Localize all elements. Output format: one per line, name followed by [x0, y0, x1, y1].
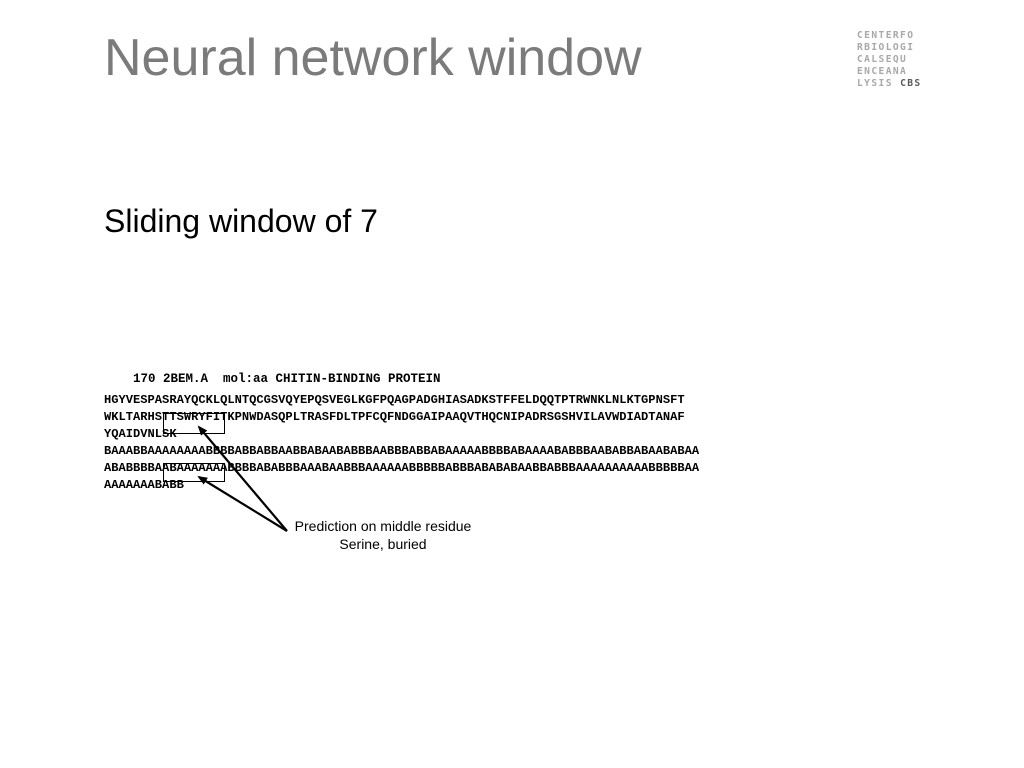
sequence-window-box	[163, 413, 225, 434]
logo-row-3: CALSEQU	[857, 54, 908, 65]
label-window-box	[163, 463, 225, 482]
label-line-1: BAAABBAAAAAAAABBBBABBABBAABBABAABABBBAAB…	[104, 444, 700, 458]
annotation-line-1: Prediction on middle residue	[294, 518, 472, 534]
aa-line-3: YQAIDVNLSK	[104, 427, 177, 441]
logo-row-5-prefix: LYSIS	[857, 78, 901, 89]
logo-brand: CBS	[900, 78, 922, 89]
logo-row-4: ENCEANA	[857, 66, 908, 77]
prediction-annotation: Prediction on middle residue Serine, bur…	[283, 517, 483, 553]
arrow-to-label-window	[197, 475, 288, 532]
logo-row-1: CENTERFO	[857, 30, 915, 41]
aa-line-2: WKLTARHSTTSWRYFITKPNWDASQPLTRASFDLTPFCQF…	[104, 410, 685, 424]
cbs-logo: CENTERFO RBIOLOGI CALSEQU ENCEANA LYSIS …	[857, 30, 920, 90]
fasta-header: 170 2BEM.A mol:aa CHITIN-BINDING PROTEIN	[133, 372, 441, 386]
logo-row-5: LYSIS CBS	[857, 78, 920, 90]
aa-line-1: HGYVESPASRAYQCKLQLNTQCGSVQYEPQSVEGLKGFPQ…	[104, 393, 685, 407]
slide-subtitle: Sliding window of 7	[104, 203, 378, 239]
slide-title: Neural network window	[104, 29, 642, 87]
annotation-line-2: Serine, buried	[339, 536, 427, 552]
logo-row-2: RBIOLOGI	[857, 42, 915, 53]
